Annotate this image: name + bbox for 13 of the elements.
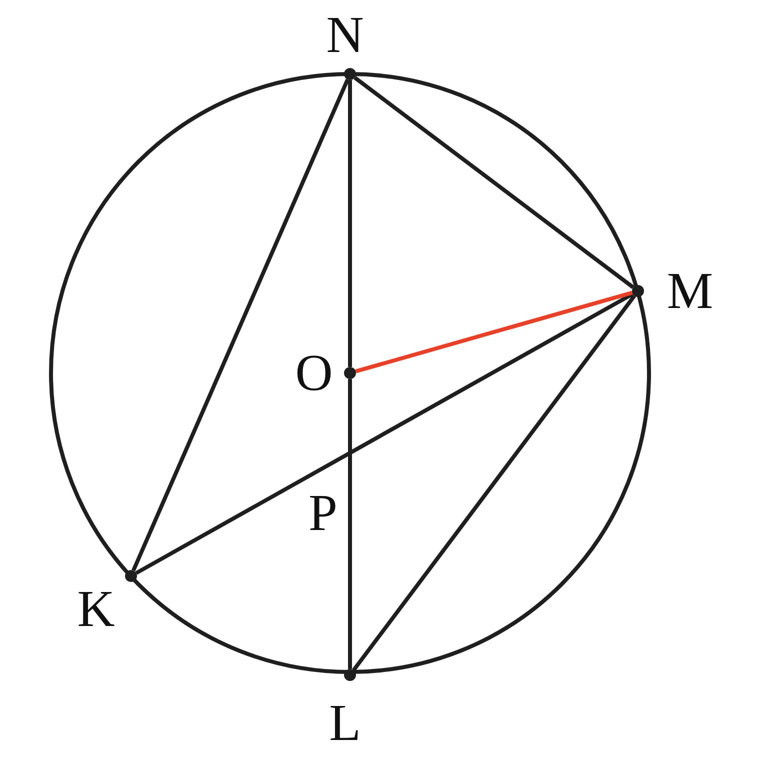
line-segment [355, 290, 633, 374]
point-label: L [329, 698, 361, 750]
line-segment [132, 78, 350, 572]
line-segment [348, 379, 352, 669]
point-label: K [77, 584, 115, 636]
line-segment [354, 76, 634, 289]
line-segment [352, 294, 636, 672]
line-segment [348, 80, 352, 367]
point-label: O [295, 348, 333, 400]
point-label: N [326, 10, 364, 62]
point-label: P [308, 488, 338, 540]
point-label: M [666, 266, 714, 318]
line-segment [135, 292, 634, 575]
